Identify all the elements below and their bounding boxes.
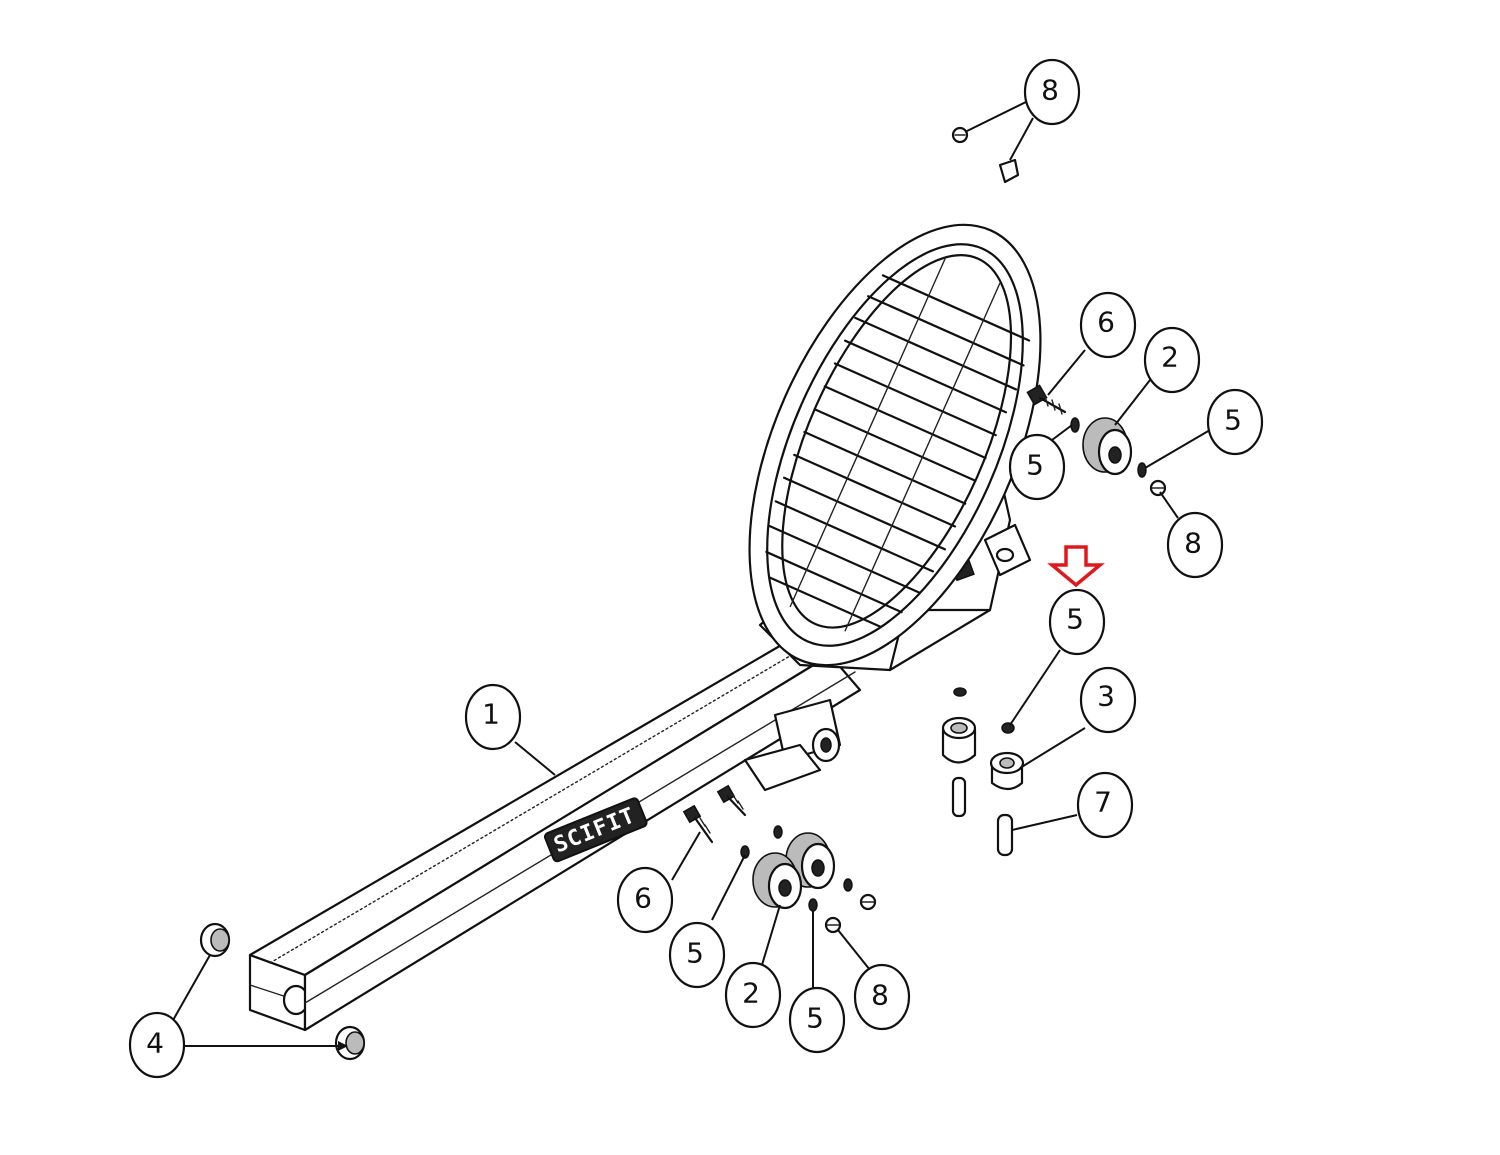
washer-icon [953, 687, 967, 697]
roller-icon [752, 852, 803, 910]
callout-label: 8 [871, 979, 889, 1012]
callout-label: 7 [1094, 786, 1112, 819]
foot-pedal [748, 223, 1042, 667]
screw-icon [1149, 479, 1167, 497]
callout-8-top: 8 [1023, 58, 1081, 126]
bushing-icon [941, 716, 977, 764]
washer-icon [808, 898, 818, 912]
callout-7: 7 [1076, 771, 1134, 839]
washer-icon [740, 845, 750, 859]
callout-label: 1 [482, 698, 500, 731]
callout-label: 6 [634, 882, 652, 915]
pin-icon [951, 776, 967, 818]
callout-8-right: 8 [1166, 511, 1224, 579]
hardware-parts [199, 126, 1167, 1061]
bolt-icon [1026, 384, 1067, 415]
nut-icon [989, 751, 1025, 791]
bolt-icon [682, 804, 714, 844]
washer-icon [1137, 462, 1147, 478]
callout-1: 1 [464, 683, 522, 751]
callout-label: 8 [1184, 527, 1202, 560]
callout-label: 5 [1026, 449, 1044, 482]
callout-label: 8 [1041, 74, 1059, 107]
callout-5-highlighted: 5 [1048, 588, 1106, 656]
callout-5-bottom-a: 5 [668, 921, 726, 989]
screw-icon [824, 916, 842, 934]
callout-5-right-b: 5 [1206, 388, 1264, 456]
callout-5-bottom-b: 5 [788, 986, 846, 1054]
callout-label: 2 [1161, 341, 1179, 374]
callout-5-right-a: 5 [1008, 433, 1066, 501]
callout-label: 5 [686, 937, 704, 970]
roller-icon [1082, 417, 1133, 476]
callout-label: 2 [742, 977, 760, 1010]
callout-label: 6 [1097, 306, 1115, 339]
callout-6-right: 6 [1079, 291, 1137, 359]
washer-icon [1070, 417, 1080, 433]
screw-icon [998, 158, 1020, 184]
washer-icon [843, 878, 853, 892]
end-cap-icon [199, 922, 231, 958]
bolt-icon [716, 784, 747, 817]
callout-label: 5 [1066, 603, 1084, 636]
callout-6-bottom: 6 [616, 866, 674, 934]
callout-label: 4 [146, 1027, 164, 1060]
callout-label: 3 [1097, 680, 1115, 713]
callout-8-bottom: 8 [853, 963, 911, 1031]
callout-2-bottom: 2 [724, 961, 782, 1029]
leader-lines [171, 99, 1211, 1051]
callout-label: 5 [806, 1002, 824, 1035]
washer-icon [773, 825, 783, 839]
highlight-arrow-icon [1047, 545, 1105, 588]
pin-icon [996, 813, 1014, 857]
screw-icon [859, 893, 877, 911]
callout-2-right: 2 [1143, 326, 1201, 394]
end-cap-icon [334, 1025, 366, 1061]
callout-label: 5 [1224, 404, 1242, 437]
washer-icon [1001, 722, 1015, 734]
callout-3: 3 [1079, 666, 1137, 734]
callout-4: 4 [128, 1011, 186, 1079]
screw-icon [951, 126, 969, 144]
pedal-tread [765, 258, 1031, 632]
